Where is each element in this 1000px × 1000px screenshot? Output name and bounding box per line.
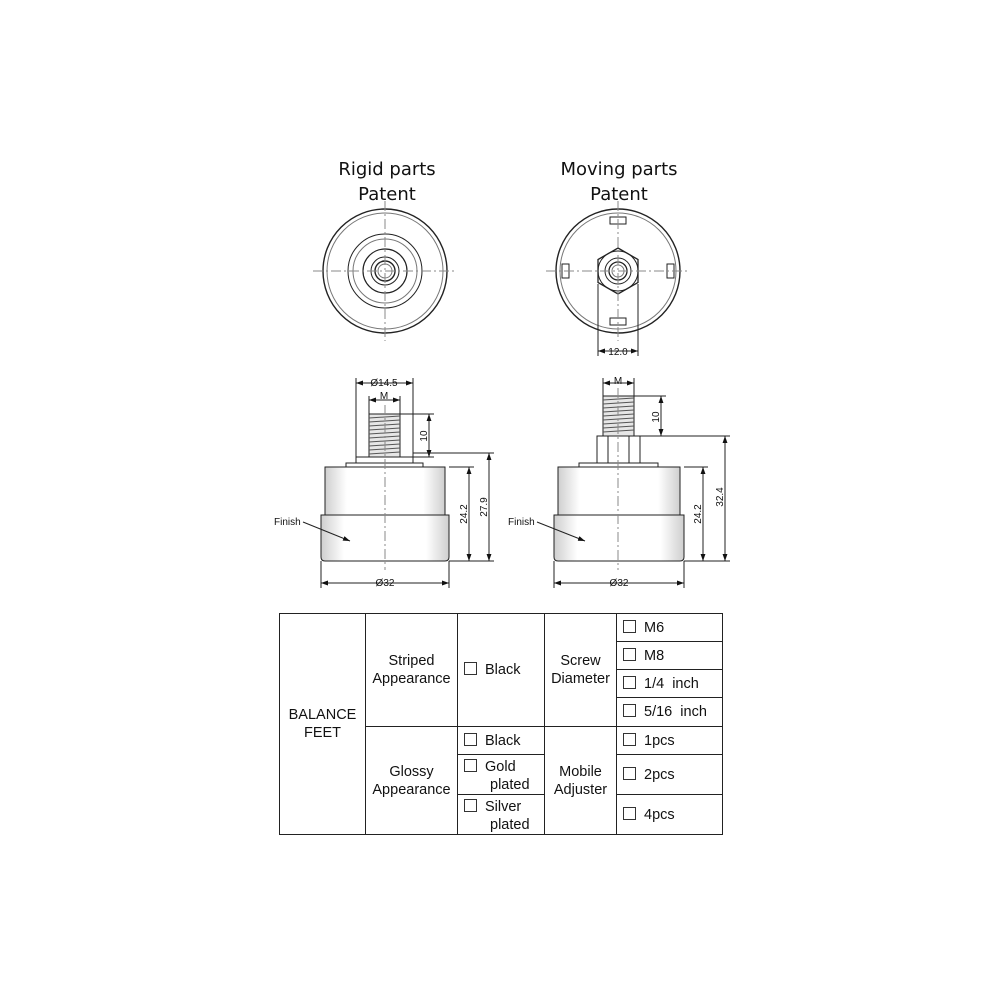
screw-option-quarter-inch[interactable]: 1/4 inch [616,669,723,698]
striped-black-checkbox[interactable] [464,662,477,675]
product-cell: BALANCE FEET [279,613,366,835]
finish-label-right: Finish [508,517,535,528]
base-diameter-left: Ø32 [376,578,395,589]
screw-diameter-cell: Screw Diameter [544,613,617,727]
product-line2: FEET [303,725,342,741]
qty-option-2pcs[interactable]: 2pcs [616,754,723,795]
qty-2pcs-checkbox[interactable] [623,766,636,780]
silver-plated-option[interactable]: Silver plated [457,794,545,835]
gold-plated-checkbox[interactable] [464,758,477,772]
screw-m6-checkbox[interactable] [623,619,636,633]
spec-table: BALANCE FEET Striped Appearance Black Sc… [279,613,723,835]
body-height-left: 24.2 [459,504,470,524]
body-height-right: 24.2 [693,504,704,524]
rigid-parts-patent: Patent [358,184,416,205]
thread-length-right: 10 [651,411,662,423]
qty-option-1pcs[interactable]: 1pcs [616,726,723,755]
rigid-parts-heading: Rigid parts Patent [267,157,507,207]
glossy-line2: Appearance [372,781,451,798]
qty-option-4pcs[interactable]: 4pcs [616,794,723,835]
thread-size-left: M [380,391,388,402]
rigid-parts-title: Rigid parts [338,159,436,180]
mobile-line2: Adjuster [553,781,608,798]
screw-m8-checkbox[interactable] [623,647,636,661]
qty-2pcs-label: 2pcs [644,766,675,783]
mobile-line1: Mobile [559,763,602,780]
silver-line2: plated [490,816,530,833]
moving-parts-patent: Patent [590,184,648,205]
glossy-line1: Glossy [389,763,434,780]
qty-1pcs-checkbox[interactable] [623,732,636,746]
moving-parts-title: Moving parts [560,159,678,180]
glossy-appearance-cell: Glossy Appearance [365,726,458,835]
screw-five-sixteenths-checkbox[interactable] [623,704,636,717]
striped-line2: Appearance [372,671,451,687]
thread-size-right: M [614,376,622,387]
finish-label-left: Finish [274,517,301,528]
hex-width-dimension: 12.0 [608,347,628,358]
qty-1pcs-label: 1pcs [644,732,675,749]
total-height-left: 27.9 [479,497,490,517]
mobile-adjuster-cell: Mobile Adjuster [544,726,617,835]
striped-black-option[interactable]: Black [457,613,545,727]
moving-top-view [546,201,690,356]
silver-plated-checkbox[interactable] [464,798,477,812]
glossy-black-label: Black [485,732,521,749]
total-height-right: 32.4 [715,487,726,507]
gold-line2: plated [490,776,530,793]
glossy-black-option[interactable]: Black [457,726,545,755]
screw-line2: Diameter [551,671,610,687]
base-diameter-right: Ø32 [610,578,629,589]
gold-plated-option[interactable]: Gold plated [457,754,545,795]
silver-line1: Silver [485,798,522,815]
screw-quarter-inch-checkbox[interactable] [623,675,636,689]
screw-option-five-sixteenths-inch[interactable]: 5/16 inch [616,697,723,727]
screw-m8-label: M8 [644,647,665,664]
moving-side-view [536,378,730,588]
screw-m6-label: M6 [644,619,665,636]
rigid-side-view [302,378,494,588]
screw-quarter-inch-label: 1/4 inch [644,675,699,692]
qty-4pcs-checkbox[interactable] [623,806,636,820]
rigid-top-view [313,201,457,341]
collar-diameter-dimension: Ø14.5 [370,378,398,389]
screw-five-sixteenths-label: 5/16 inch [644,704,707,720]
screw-line1: Screw [560,653,601,669]
product-line1: BALANCE [288,707,357,723]
technical-drawing: 12.0 [274,201,730,589]
striped-appearance-cell: Striped Appearance [365,613,458,727]
striped-line1: Striped [388,653,435,669]
striped-black-label: Black [485,662,521,678]
glossy-black-checkbox[interactable] [464,732,477,746]
qty-4pcs-label: 4pcs [644,806,675,823]
moving-parts-heading: Moving parts Patent [499,157,739,207]
screw-option-m8[interactable]: M8 [616,641,723,670]
gold-line1: Gold [485,758,516,775]
screw-option-m6[interactable]: M6 [616,613,723,642]
thread-length-left: 10 [419,430,430,442]
